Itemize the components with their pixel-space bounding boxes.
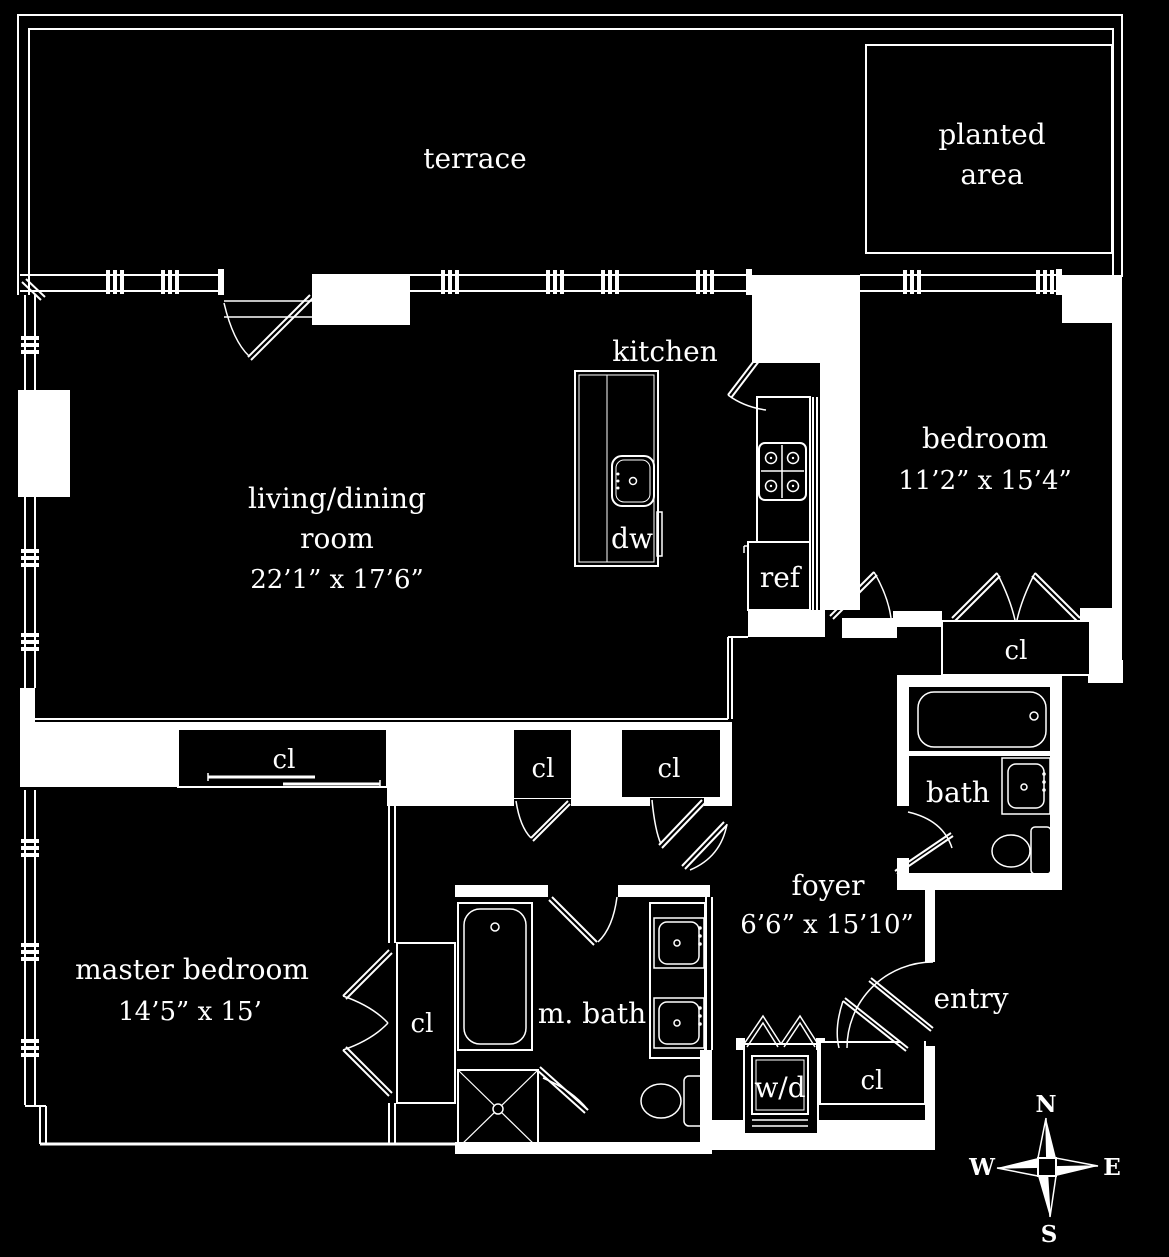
compass-e: E: [1103, 1154, 1121, 1181]
label-living-dims: 22’1” x 17’6”: [250, 565, 424, 595]
label-bath: bath: [926, 776, 990, 809]
mbath-sinks: [649, 902, 706, 1059]
refrigerator: [743, 541, 811, 611]
compass-s: S: [1041, 1221, 1058, 1248]
label-master-dims: 14’5” x 15’: [118, 997, 262, 1027]
label-bedroom: bedroom: [922, 422, 1048, 455]
mbath-shower: [457, 1066, 589, 1149]
label-master-bedroom: master bedroom: [75, 953, 309, 986]
stove: [758, 442, 807, 501]
closet-master-wall: [177, 728, 388, 788]
label-cl-foyer: cl: [861, 1066, 884, 1096]
label-cl-master-wall: cl: [273, 745, 296, 775]
compass-rose: N W E S: [968, 1091, 1121, 1248]
master-closet-doors: [342, 949, 393, 1097]
bath-room: [895, 675, 1062, 890]
interior-walls: [35, 397, 818, 1146]
mbath-toilet: [640, 1075, 706, 1127]
mbath-tub: [457, 902, 533, 1051]
label-foyer-dims: 6’6” x 15’10”: [740, 910, 914, 940]
label-refrigerator: ref: [760, 561, 803, 594]
label-living-1: living/dining: [248, 482, 426, 515]
label-cl-master-walkin: cl: [411, 1009, 434, 1039]
label-entry: entry: [933, 982, 1008, 1015]
label-cl-hall-2: cl: [658, 754, 681, 784]
compass-n: N: [1035, 1091, 1056, 1118]
master-closet: [396, 942, 456, 1104]
label-planted-2: area: [960, 158, 1023, 191]
label-mbath: m. bath: [538, 997, 646, 1030]
bedroom-closet-doors: [951, 572, 1081, 622]
window-mullions-top: [106, 269, 1062, 295]
kitchen-counter: [756, 396, 811, 543]
terrace-door: [223, 294, 314, 361]
label-terrace: terrace: [423, 142, 527, 175]
label-cl-bedroom: cl: [1005, 636, 1028, 666]
island-sink: [611, 455, 655, 507]
bedroom-closet: [941, 620, 1091, 676]
label-bedroom-dims: 11’2” x 15’4”: [898, 466, 1072, 496]
bath-door: [894, 811, 954, 875]
kitchen-door: [727, 352, 767, 411]
washer-dryer: [743, 1043, 819, 1135]
closet-hall-1: [512, 728, 573, 842]
window-mullions-west: [21, 336, 39, 1057]
label-washer-dryer: w/d: [754, 1071, 805, 1104]
planted-area: [865, 44, 1113, 254]
bedroom-door: [829, 571, 892, 620]
label-foyer: foyer: [792, 869, 866, 902]
closet-hall-2: [620, 728, 722, 849]
bathtub: [917, 691, 1047, 748]
mbath-door: [548, 896, 618, 946]
label-cl-hall-1: cl: [532, 754, 555, 784]
bath-sink: [1001, 757, 1051, 815]
label-planted-1: planted: [938, 118, 1045, 151]
hall-foyer-doors: [681, 821, 728, 871]
label-living-2: room: [300, 522, 374, 555]
foyer-closet: [819, 1040, 926, 1105]
label-kitchen: kitchen: [612, 335, 718, 368]
bath-toilet: [991, 826, 1052, 875]
compass-w: W: [968, 1154, 996, 1181]
terrace-outline: [17, 14, 1123, 301]
label-dishwasher: dw: [611, 522, 653, 555]
mbath-door-opening: [548, 885, 618, 897]
entry-door: [836, 961, 934, 1052]
